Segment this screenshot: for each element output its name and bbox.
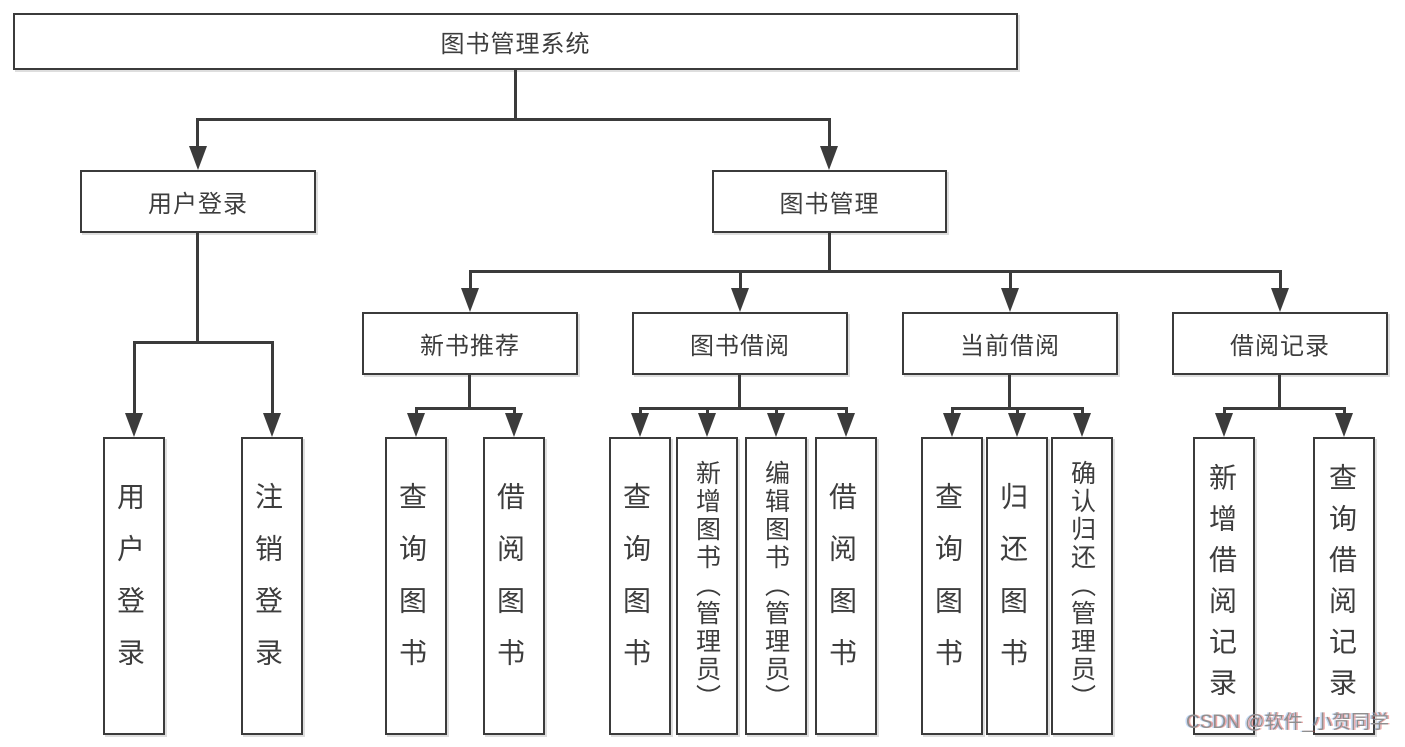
node-book-management-label: 图书管理 [779, 191, 880, 218]
arrowhead-bb-edit [767, 413, 785, 437]
connector-stem-user-login [196, 118, 199, 148]
connector-bookmgmt-stem [828, 233, 831, 270]
connector-stem-book-management [828, 118, 831, 148]
leaf-current-confirm-return-admin: 确认归还（管理员） [1051, 437, 1113, 735]
leaf-borrow-query-books-label: 查询图书 [620, 482, 651, 690]
arrowhead-cb-return [1008, 413, 1026, 437]
connector-stem-book-borrow [739, 270, 742, 290]
connector-stem-borrow-records [1279, 270, 1282, 290]
arrowhead-newbook-query [407, 413, 425, 437]
connector-stem-current-borrow [1009, 270, 1012, 290]
node-user-login: 用户登录 [80, 170, 316, 233]
leaf-current-query-books-label: 查询图书 [932, 482, 963, 690]
arrowhead-borrow-records [1271, 288, 1289, 312]
connector-bookborrow-hline [639, 407, 847, 410]
leaf-borrow-borrow-books-label: 借阅图书 [826, 482, 857, 690]
arrowhead-current-borrow [1001, 288, 1019, 312]
connector-root-hline [196, 118, 831, 121]
leaf-borrow-edit-books-admin-label: 编辑图书（管理员） [761, 460, 790, 712]
leaf-current-return-books-label: 归还图书 [997, 482, 1028, 690]
arrowhead-rec-query [1335, 413, 1353, 437]
leaf-current-query-books: 查询图书 [921, 437, 983, 735]
arrowhead-bb-query [631, 413, 649, 437]
arrowhead-cb-query [943, 413, 961, 437]
connector-root-stem [514, 70, 517, 118]
connector-stem-bb-edit [775, 407, 778, 415]
arrowhead-user-login [189, 146, 207, 170]
arrowhead-newbook-borrow [505, 413, 523, 437]
node-borrow-records-label: 借阅记录 [1230, 333, 1330, 360]
leaf-borrow-edit-books-admin: 编辑图书（管理员） [745, 437, 807, 735]
leaf-borrow-borrow-books: 借阅图书 [815, 437, 877, 735]
node-borrow-records: 借阅记录 [1172, 312, 1388, 375]
leaf-records-query-record-label: 查询借阅记录 [1326, 463, 1357, 709]
connector-stem-leaf-user-login [133, 341, 136, 415]
arrowhead-leaf-logout [263, 413, 281, 437]
leaf-newbook-query-books-label: 查询图书 [396, 482, 427, 690]
node-new-book-recommend: 新书推荐 [362, 312, 578, 375]
node-book-management: 图书管理 [712, 170, 947, 233]
connector-currentborrow-stem [1008, 375, 1011, 407]
connector-stem-bb-borrow [845, 407, 848, 415]
leaf-newbook-borrow-books-label: 借阅图书 [494, 482, 525, 690]
connector-stem-rec-add [1223, 407, 1226, 415]
connector-stem-new-book-recommend [469, 270, 472, 290]
connector-stem-cb-confirm [1081, 407, 1084, 415]
node-book-borrow: 图书借阅 [632, 312, 848, 375]
connector-newbook-stem [468, 375, 471, 407]
leaf-user-login: 用户登录 [103, 437, 165, 735]
arrowhead-bb-add [698, 413, 716, 437]
arrowhead-leaf-user-login [125, 413, 143, 437]
leaf-records-add-record: 新增借阅记录 [1193, 437, 1255, 735]
connector-stem-bb-add [706, 407, 709, 415]
leaf-newbook-borrow-books: 借阅图书 [483, 437, 545, 735]
csdn-watermark: CSDN @软件_小贺同学 [1186, 712, 1389, 733]
connector-userlogin-hline [133, 341, 274, 344]
connector-stem-cb-query [951, 407, 954, 415]
leaf-user-login-label: 用户登录 [114, 482, 145, 690]
connector-stem-bb-query [639, 407, 642, 415]
leaf-borrow-add-books-admin: 新增图书（管理员） [676, 437, 738, 735]
node-root-label: 图书管理系统 [440, 31, 591, 58]
leaf-records-add-record-label: 新增借阅记录 [1206, 463, 1237, 709]
node-book-borrow-label: 图书借阅 [690, 333, 790, 360]
connector-records-hline [1223, 407, 1346, 410]
node-new-book-recommend-label: 新书推荐 [420, 333, 520, 360]
leaf-current-return-books: 归还图书 [986, 437, 1048, 735]
connector-stem-newbook-query [415, 407, 418, 415]
node-current-borrow: 当前借阅 [902, 312, 1118, 375]
connector-stem-newbook-borrow [513, 407, 516, 415]
connector-stem-rec-query [1343, 407, 1346, 415]
leaf-current-confirm-return-admin-label: 确认归还（管理员） [1067, 460, 1096, 712]
leaf-borrow-add-books-admin-label: 新增图书（管理员） [692, 460, 721, 712]
connector-stem-leaf-logout [271, 341, 274, 415]
connector-records-stem [1278, 375, 1281, 407]
leaf-logout-label: 注销登录 [252, 482, 283, 690]
connector-userlogin-stem [196, 233, 199, 341]
leaf-borrow-query-books: 查询图书 [609, 437, 671, 735]
node-user-login-label: 用户登录 [148, 191, 248, 218]
node-root: 图书管理系统 [13, 13, 1018, 70]
connector-newbook-hline [415, 407, 516, 410]
connector-stem-cb-return [1016, 407, 1019, 415]
arrowhead-book-management [820, 146, 838, 170]
arrowhead-book-borrow [731, 288, 749, 312]
leaf-records-query-record: 查询借阅记录 [1313, 437, 1375, 735]
leaf-newbook-query-books: 查询图书 [385, 437, 447, 735]
arrowhead-new-book-recommend [461, 288, 479, 312]
node-current-borrow-label: 当前借阅 [960, 333, 1060, 360]
connector-bookmgmt-hline [469, 270, 1281, 273]
connector-bookborrow-stem [738, 375, 741, 407]
arrowhead-rec-add [1215, 413, 1233, 437]
arrowhead-cb-confirm [1073, 413, 1091, 437]
arrowhead-bb-borrow [837, 413, 855, 437]
leaf-logout: 注销登录 [241, 437, 303, 735]
